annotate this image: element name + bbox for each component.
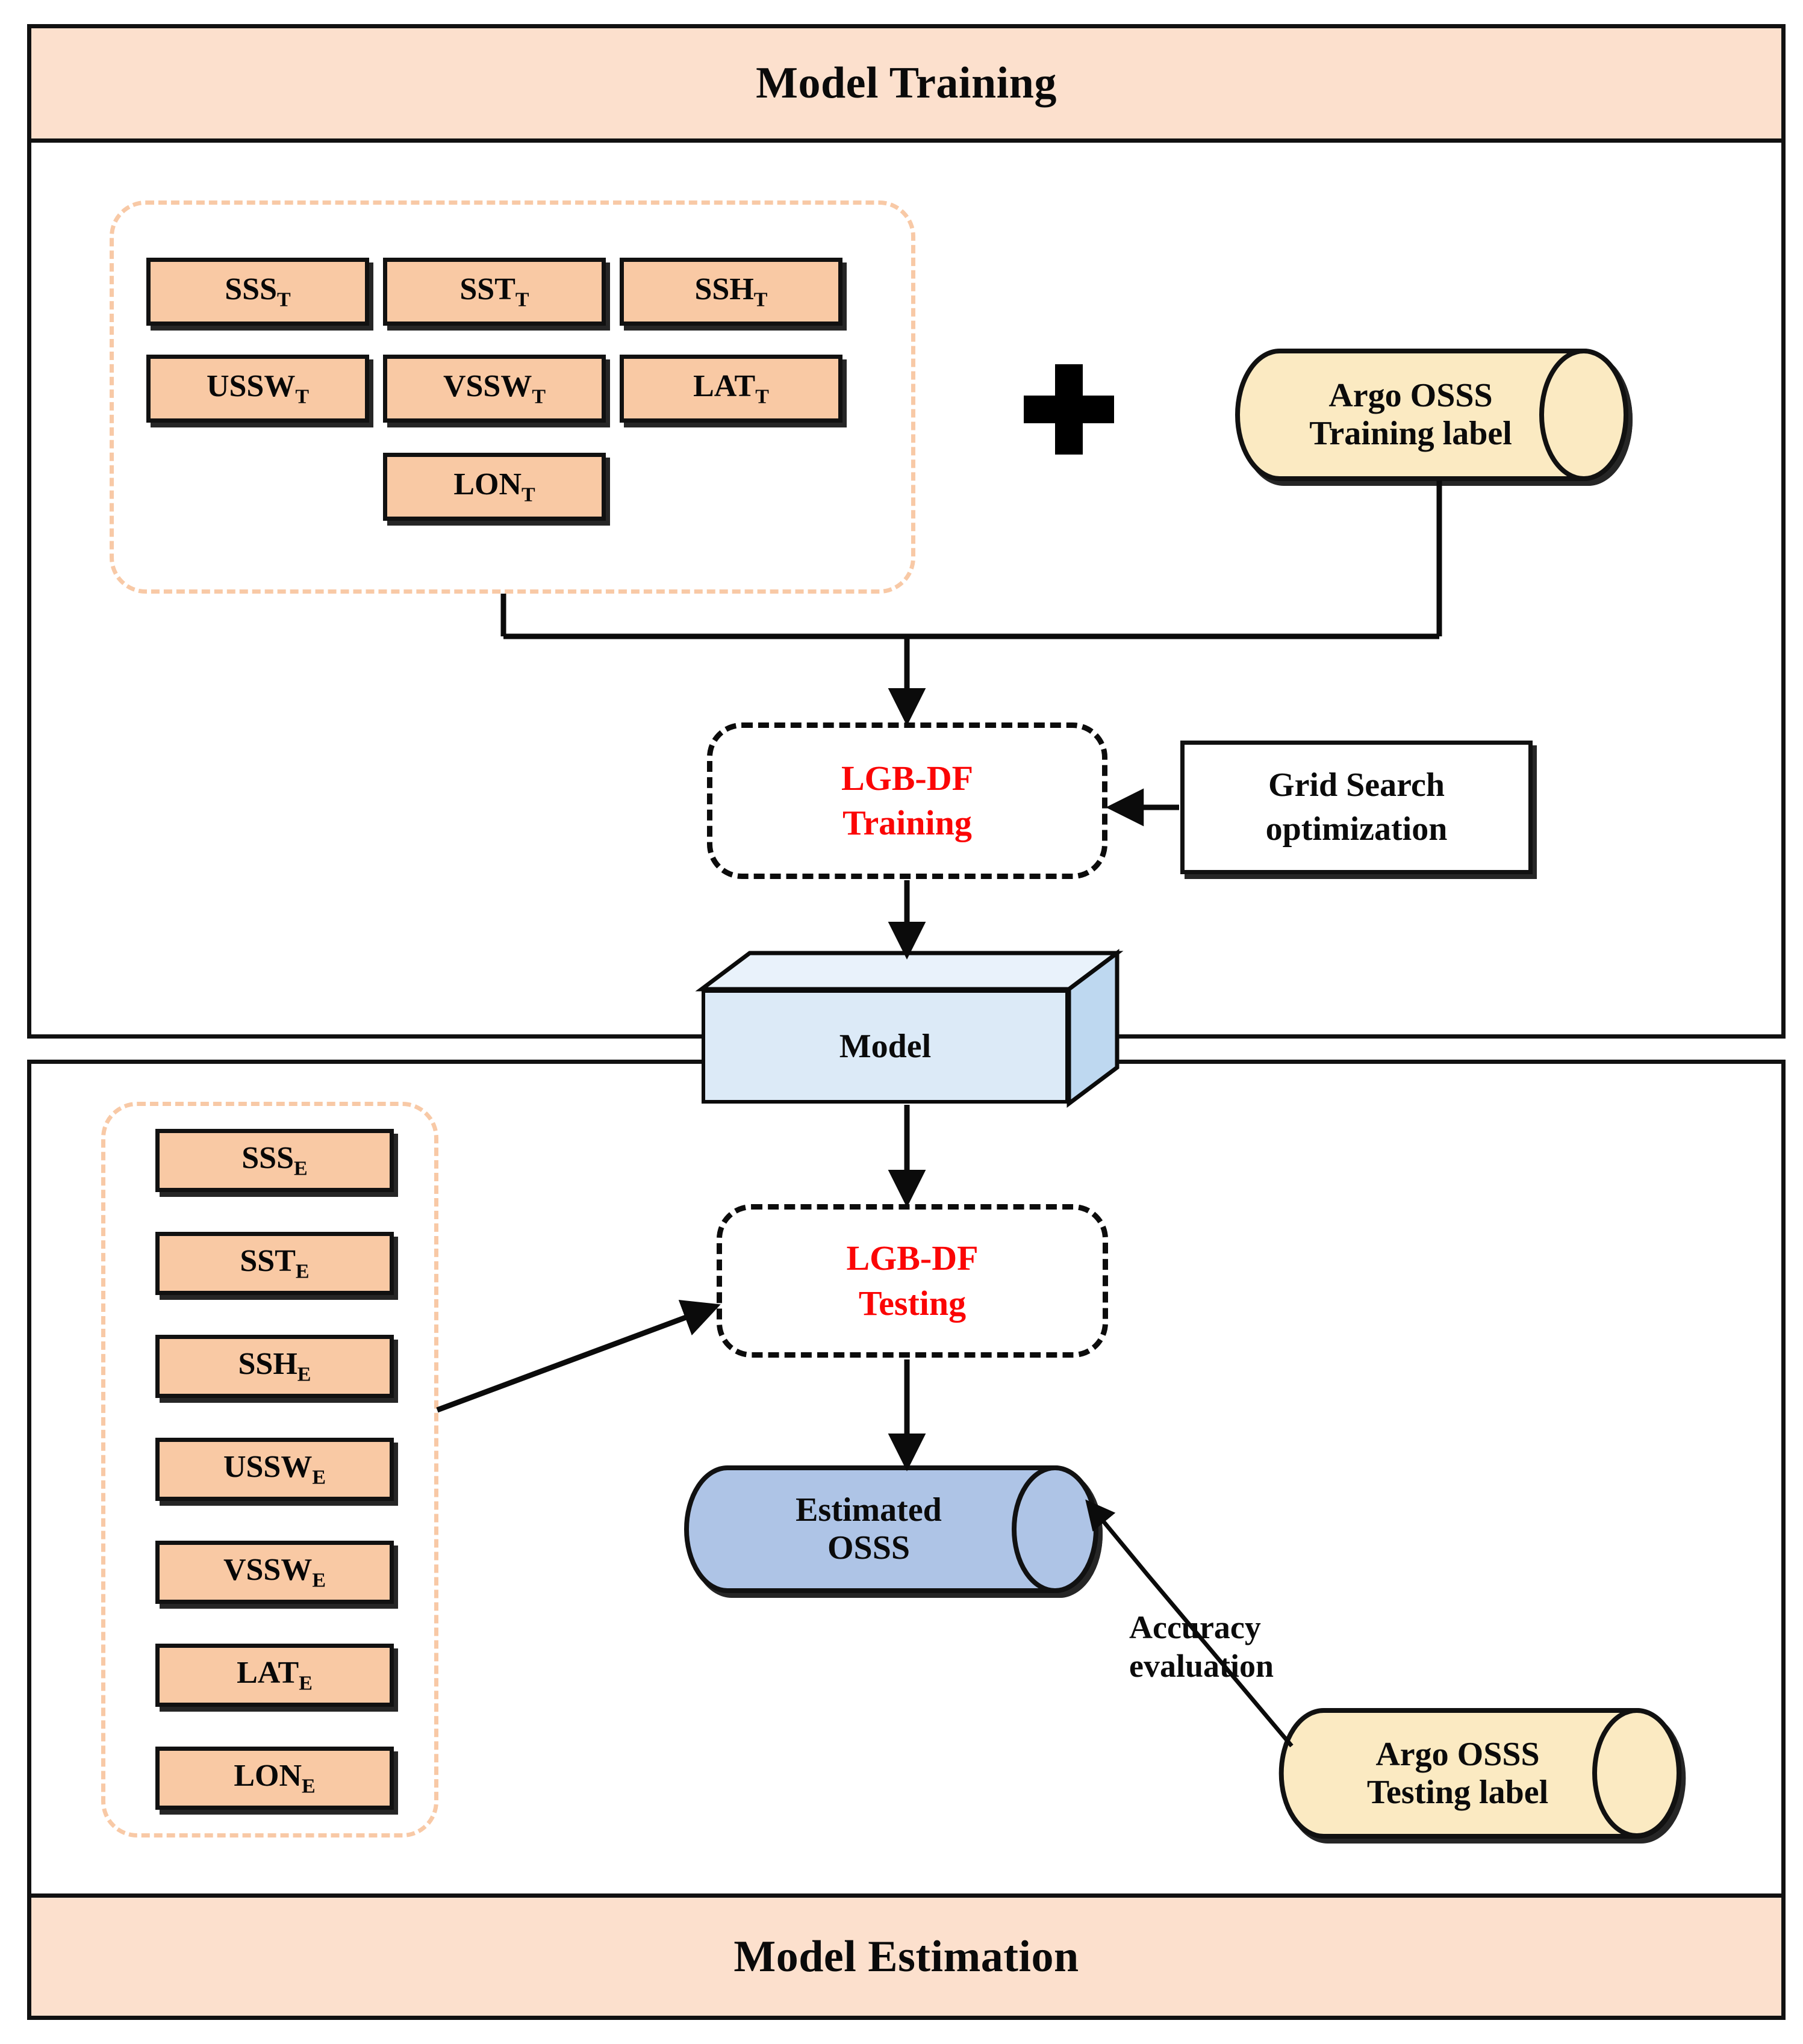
feature-label: SSHE	[238, 1347, 311, 1386]
accuracy-evaluation-note: Accuracy evaluation	[1129, 1609, 1274, 1684]
model-cube-face: Model	[702, 989, 1069, 1104]
model-cube[interactable]: Model	[695, 949, 1124, 1108]
feature-box-sss-e[interactable]: SSSE	[155, 1129, 394, 1192]
feature-box-lat-e[interactable]: LATE	[155, 1644, 394, 1707]
feature-label: SSTT	[459, 272, 529, 311]
feature-box-lon-e[interactable]: LONE	[155, 1747, 394, 1810]
cylinder-text: Estimated OSSS	[796, 1491, 942, 1567]
feature-label: USSWE	[223, 1450, 326, 1489]
feature-label: SSSE	[241, 1141, 308, 1180]
model-estimation-header: Model Estimation	[27, 1893, 1786, 2020]
feature-label: VSSWT	[443, 369, 546, 408]
feature-label: SSST	[225, 272, 291, 311]
cylinder-text: Argo OSSS Testing label	[1366, 1735, 1549, 1811]
feature-box-ssh-e[interactable]: SSHE	[155, 1335, 394, 1398]
model-training-title: Model Training	[756, 58, 1057, 108]
feature-label: VSSWE	[223, 1553, 326, 1592]
training-feature-group	[110, 200, 915, 594]
feature-label: LONT	[453, 467, 535, 506]
feature-box-sst-t[interactable]: SSTT	[383, 258, 606, 326]
argo-osss-training-label-cylinder[interactable]: Argo OSSS Training label	[1235, 349, 1638, 481]
feature-box-vssw-t[interactable]: VSSWT	[383, 355, 606, 423]
feature-box-vssw-e[interactable]: VSSWE	[155, 1541, 394, 1604]
cylinder-text: Argo OSSS Training label	[1309, 377, 1512, 452]
feature-label: SSTE	[240, 1244, 310, 1283]
feature-box-ussw-t[interactable]: USSWT	[146, 355, 369, 423]
estimation-feature-group	[101, 1102, 438, 1837]
feature-label: LATT	[693, 369, 769, 408]
feature-label: LONE	[234, 1759, 316, 1798]
feature-box-ssh-t[interactable]: SSHT	[620, 258, 842, 326]
feature-label: SSHT	[694, 272, 768, 311]
feature-box-sst-e[interactable]: SSTE	[155, 1232, 394, 1295]
feature-box-sss-t[interactable]: SSST	[146, 258, 369, 326]
feature-label: USSWT	[206, 369, 310, 408]
model-estimation-title: Model Estimation	[733, 1931, 1079, 1981]
lgb-df-training-process[interactable]: LGB-DF Training	[707, 722, 1107, 879]
estimated-osss-cylinder[interactable]: Estimated OSSS	[684, 1465, 1108, 1593]
argo-osss-testing-label-cylinder[interactable]: Argo OSSS Testing label	[1278, 1708, 1691, 1839]
feature-label: LATE	[237, 1656, 313, 1695]
feature-box-lat-t[interactable]: LATT	[620, 355, 842, 423]
feature-box-lon-t[interactable]: LONT	[383, 453, 606, 521]
model-training-header: Model Training	[27, 24, 1786, 143]
grid-search-optimization-box[interactable]: Grid Search optimization	[1180, 741, 1533, 874]
plus-icon	[1024, 364, 1114, 455]
feature-box-ussw-e[interactable]: USSWE	[155, 1438, 394, 1501]
lgb-df-testing-process[interactable]: LGB-DF Testing	[717, 1204, 1108, 1358]
